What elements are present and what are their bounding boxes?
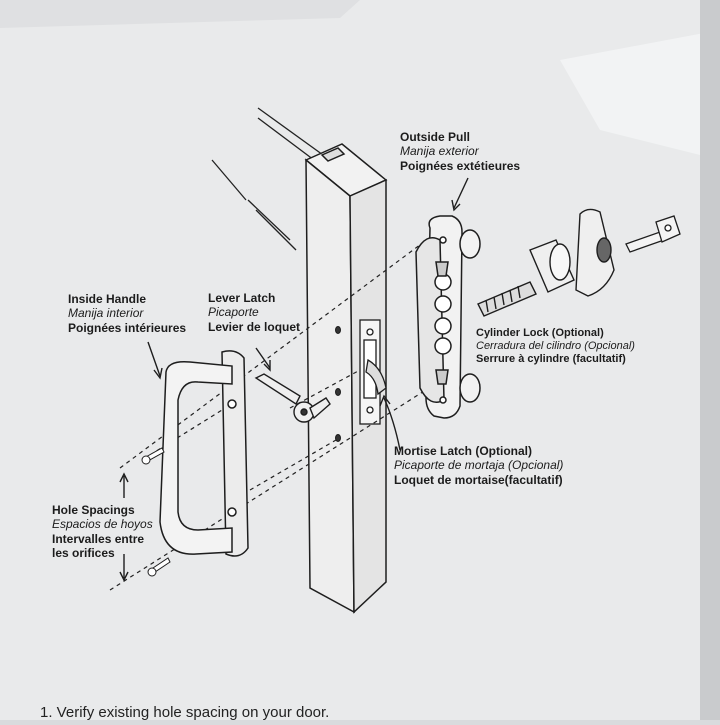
mortise-latch-fr: Loquet de mortaise(facultatif): [394, 472, 563, 487]
hole-spacings-fr-2: les orifices: [52, 546, 115, 561]
cylinder-lock-fr: Serrure à cylindre (facultatif): [476, 353, 626, 366]
label-hole-spacings: Hole Spacings Espacios de hoyos Interval…: [52, 503, 153, 561]
lever-latch: [254, 373, 331, 423]
cylinder-lock-en: Cylinder Lock (Optional): [476, 327, 604, 339]
paper-glare: [560, 30, 720, 160]
mortise-latch-es: Picaporte de mortaja (Opcional): [394, 458, 564, 473]
leader-arrows: [147, 177, 469, 451]
screws: [141, 447, 171, 577]
outside-pull-es: Manija exterior: [400, 144, 479, 159]
hole-spacings-fr-1: Intervalles entre: [52, 531, 145, 546]
inside-handle: [159, 350, 249, 557]
mortise-latch-en: Mortise Latch (Optional): [394, 444, 532, 458]
lever-latch-en: Lever Latch: [208, 291, 276, 305]
inside-handle-fr: Poignées intérieures: [68, 320, 187, 335]
label-lever-latch: Lever Latch Picaporte Levier de loquet: [208, 291, 300, 334]
lever-latch-es: Picaporte: [208, 305, 259, 320]
key: [625, 215, 681, 253]
label-outside-pull: Outside Pull Manija exterior Poignées ex…: [400, 130, 520, 173]
label-inside-handle: Inside Handle Manija interior Poignées i…: [68, 292, 186, 335]
cylinder-lock: [477, 239, 575, 317]
lever-latch-fr: Levier de loquet: [208, 319, 301, 334]
cylinder-lock-es: Cerradura del cilindro (Opcional): [476, 340, 635, 353]
label-cylinder-lock: Cylinder Lock (Optional) Cerradura del c…: [476, 327, 635, 367]
inside-handle-en: Inside Handle: [68, 292, 147, 306]
hole-spacings-es: Espacios de hoyos: [52, 517, 153, 532]
outside-pull: [415, 215, 481, 419]
mortise-latch-plate: [359, 319, 387, 425]
outside-pull-en: Outside Pull: [400, 130, 471, 144]
cylinder-trim: [575, 208, 615, 297]
glass-lines: [211, 107, 331, 251]
instruction-step-1: 1. Verify existing hole spacing on your …: [40, 704, 330, 721]
inside-handle-es: Manija interior: [68, 306, 144, 321]
hole-spacing-arrows: [119, 472, 129, 582]
hole-spacings-en: Hole Spacings: [52, 503, 135, 517]
label-mortise-latch: Mortise Latch (Optional) Picaporte de mo…: [394, 444, 563, 487]
stile-holes: [335, 326, 341, 442]
right-edge-shadow: [700, 0, 720, 720]
outside-pull-fr: Poignées extétieures: [400, 158, 521, 173]
paper-shadow-top: [0, 0, 360, 28]
